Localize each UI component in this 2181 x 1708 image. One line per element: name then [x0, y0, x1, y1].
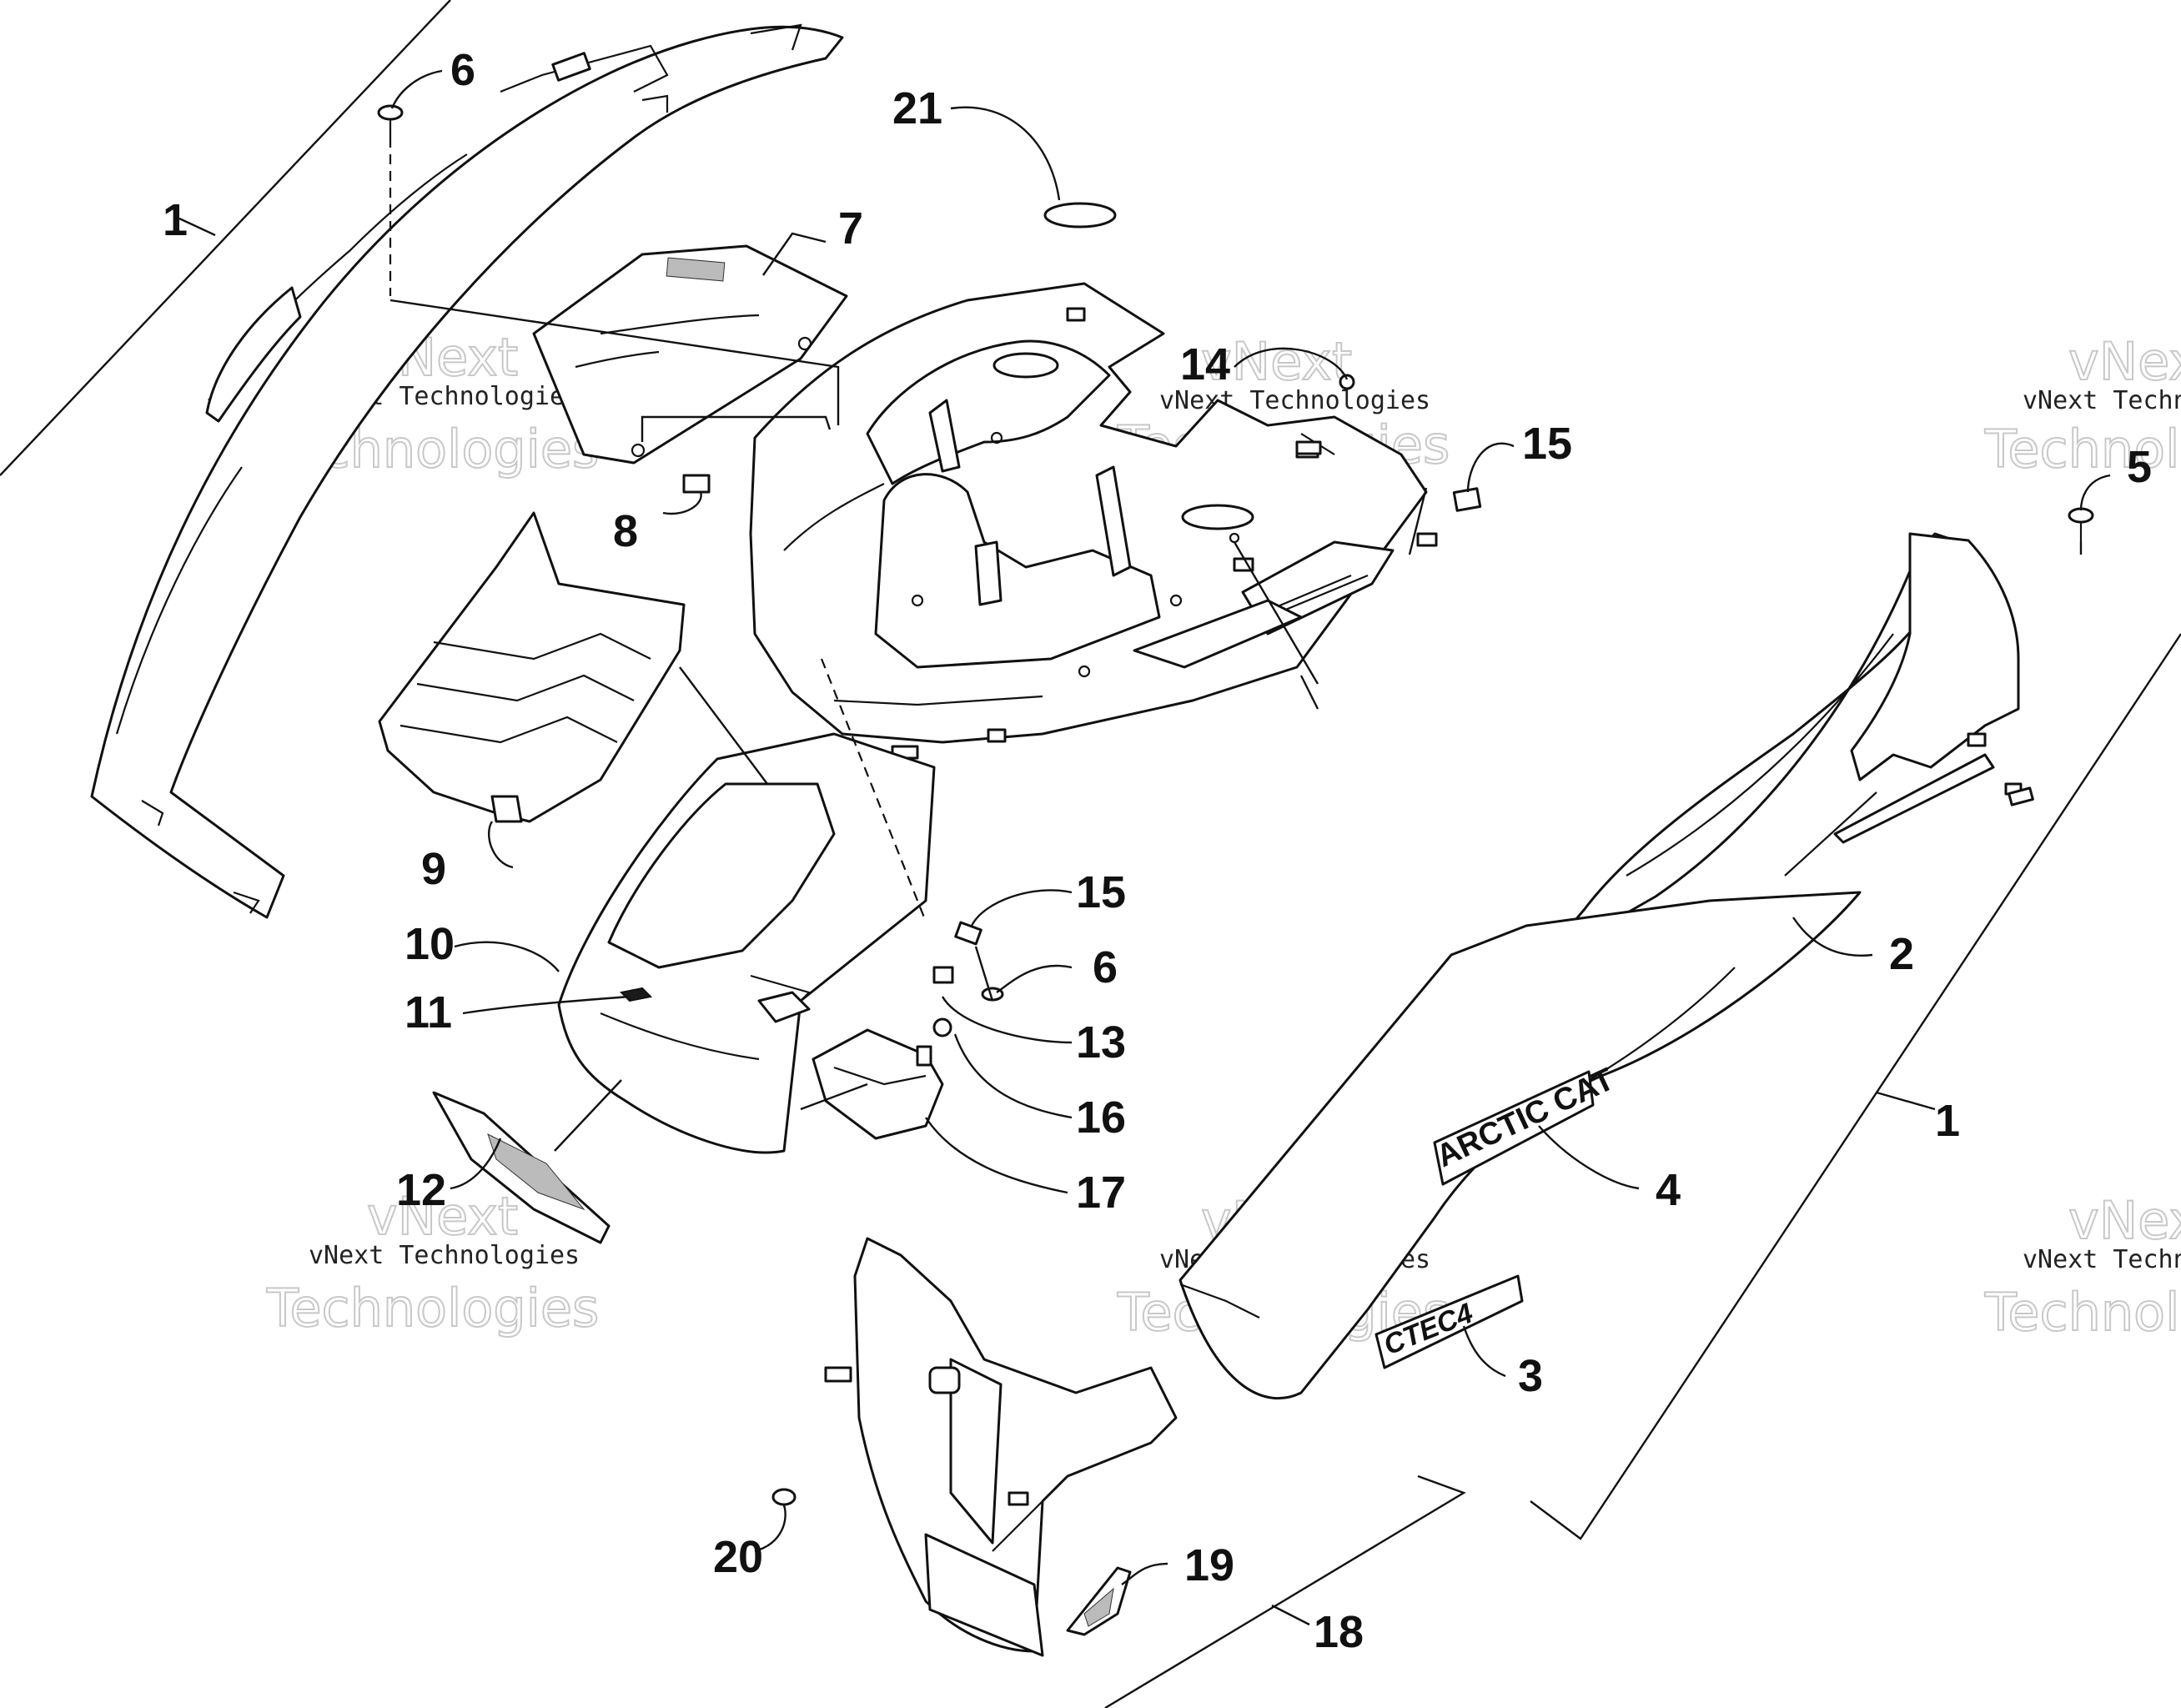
callout-4: 4	[1656, 1165, 1681, 1215]
clip-8	[682, 474, 711, 494]
callout-5: 5	[2127, 442, 2152, 492]
assembly-bracket-right	[1530, 633, 2181, 1540]
callout-3: 3	[1518, 1351, 1543, 1401]
side-panel-left	[90, 23, 844, 919]
rivet-top	[377, 104, 404, 138]
rivet-right	[2068, 507, 2094, 542]
callout-1-left: 1	[163, 195, 188, 245]
lower-bumper	[824, 1237, 1178, 1657]
callout-7: 7	[838, 203, 863, 254]
main-hood	[749, 282, 1438, 760]
callout-20: 20	[713, 1532, 763, 1582]
callout-14: 14	[1180, 339, 1230, 389]
callout-19: 19	[1184, 1540, 1234, 1590]
svg-text:vNext Technologies: vNext Technologies	[2023, 1245, 2181, 1274]
svg-text:vNext Technologies: vNext Technologies	[1159, 386, 1430, 415]
assembly-bracket-left	[0, 0, 451, 476]
svg-text:Technologies: Technologies	[266, 1278, 599, 1339]
svg-text:Technologies: Technologies	[1984, 419, 2181, 480]
watermark-top-right: vNext vNext Technologies Technologies	[1983, 330, 2181, 480]
mount-bracket	[812, 1017, 952, 1140]
side-panel-large	[1178, 891, 1862, 1400]
watermark-bottom-left: vNext vNext Technologies Technologies	[265, 1185, 600, 1339]
rivet-20	[771, 1488, 797, 1506]
alignment-lines	[389, 138, 2083, 1152]
side-panel-right	[1537, 532, 2023, 965]
callout-15-mid: 15	[1076, 867, 1126, 917]
vent-grille	[378, 511, 686, 823]
callout-17: 17	[1076, 1168, 1126, 1218]
callout-leaders	[390, 69, 2111, 1585]
callout-18: 18	[1314, 1607, 1364, 1657]
callout-13: 13	[1076, 1017, 1126, 1068]
callout-12: 12	[396, 1165, 446, 1215]
callout-labels: 1 6 21 7 14 15 5 8 9 10 11 12 15 6 13 16…	[163, 45, 2152, 1657]
mesh-screen	[432, 1091, 611, 1244]
assembly-bracket-18	[1104, 1474, 1466, 1708]
callout-10: 10	[405, 919, 455, 969]
watermark-bottom-right: vNext vNext Technologies Technologies	[1983, 1189, 2181, 1344]
callout-11: 11	[405, 987, 452, 1037]
callout-21: 21	[892, 83, 942, 133]
plug-14	[1339, 374, 1355, 390]
callout-1-right: 1	[1935, 1096, 1960, 1146]
callout-8: 8	[613, 506, 638, 556]
svg-text:vNext: vNext	[2068, 331, 2181, 392]
callout-16: 16	[1076, 1093, 1126, 1143]
svg-text:Technologies: Technologies	[1984, 1282, 2181, 1343]
callout-2: 2	[1889, 929, 1914, 979]
svg-text:vNext: vNext	[2068, 1190, 2181, 1251]
svg-text:vNext: vNext	[367, 1186, 518, 1247]
windshield-panel	[532, 244, 848, 465]
callout-15-top: 15	[1522, 419, 1572, 469]
svg-text:vNext: vNext	[1201, 331, 1352, 392]
svg-text:vNext Technologies: vNext Technologies	[309, 1241, 580, 1270]
clip-5-right	[2008, 786, 2034, 806]
clip-15-mid	[954, 921, 982, 946]
clip-15-top	[1452, 487, 1482, 512]
callout-6-top: 6	[450, 45, 475, 95]
nut-13	[932, 966, 954, 984]
callout-6-mid: 6	[1093, 942, 1118, 992]
plug-21	[1043, 202, 1117, 229]
svg-text:vNext Technologies: vNext Technologies	[2023, 386, 2181, 415]
callout-9: 9	[421, 844, 446, 894]
small-mesh	[1066, 1566, 1132, 1636]
nose-cowl	[557, 732, 936, 1154]
